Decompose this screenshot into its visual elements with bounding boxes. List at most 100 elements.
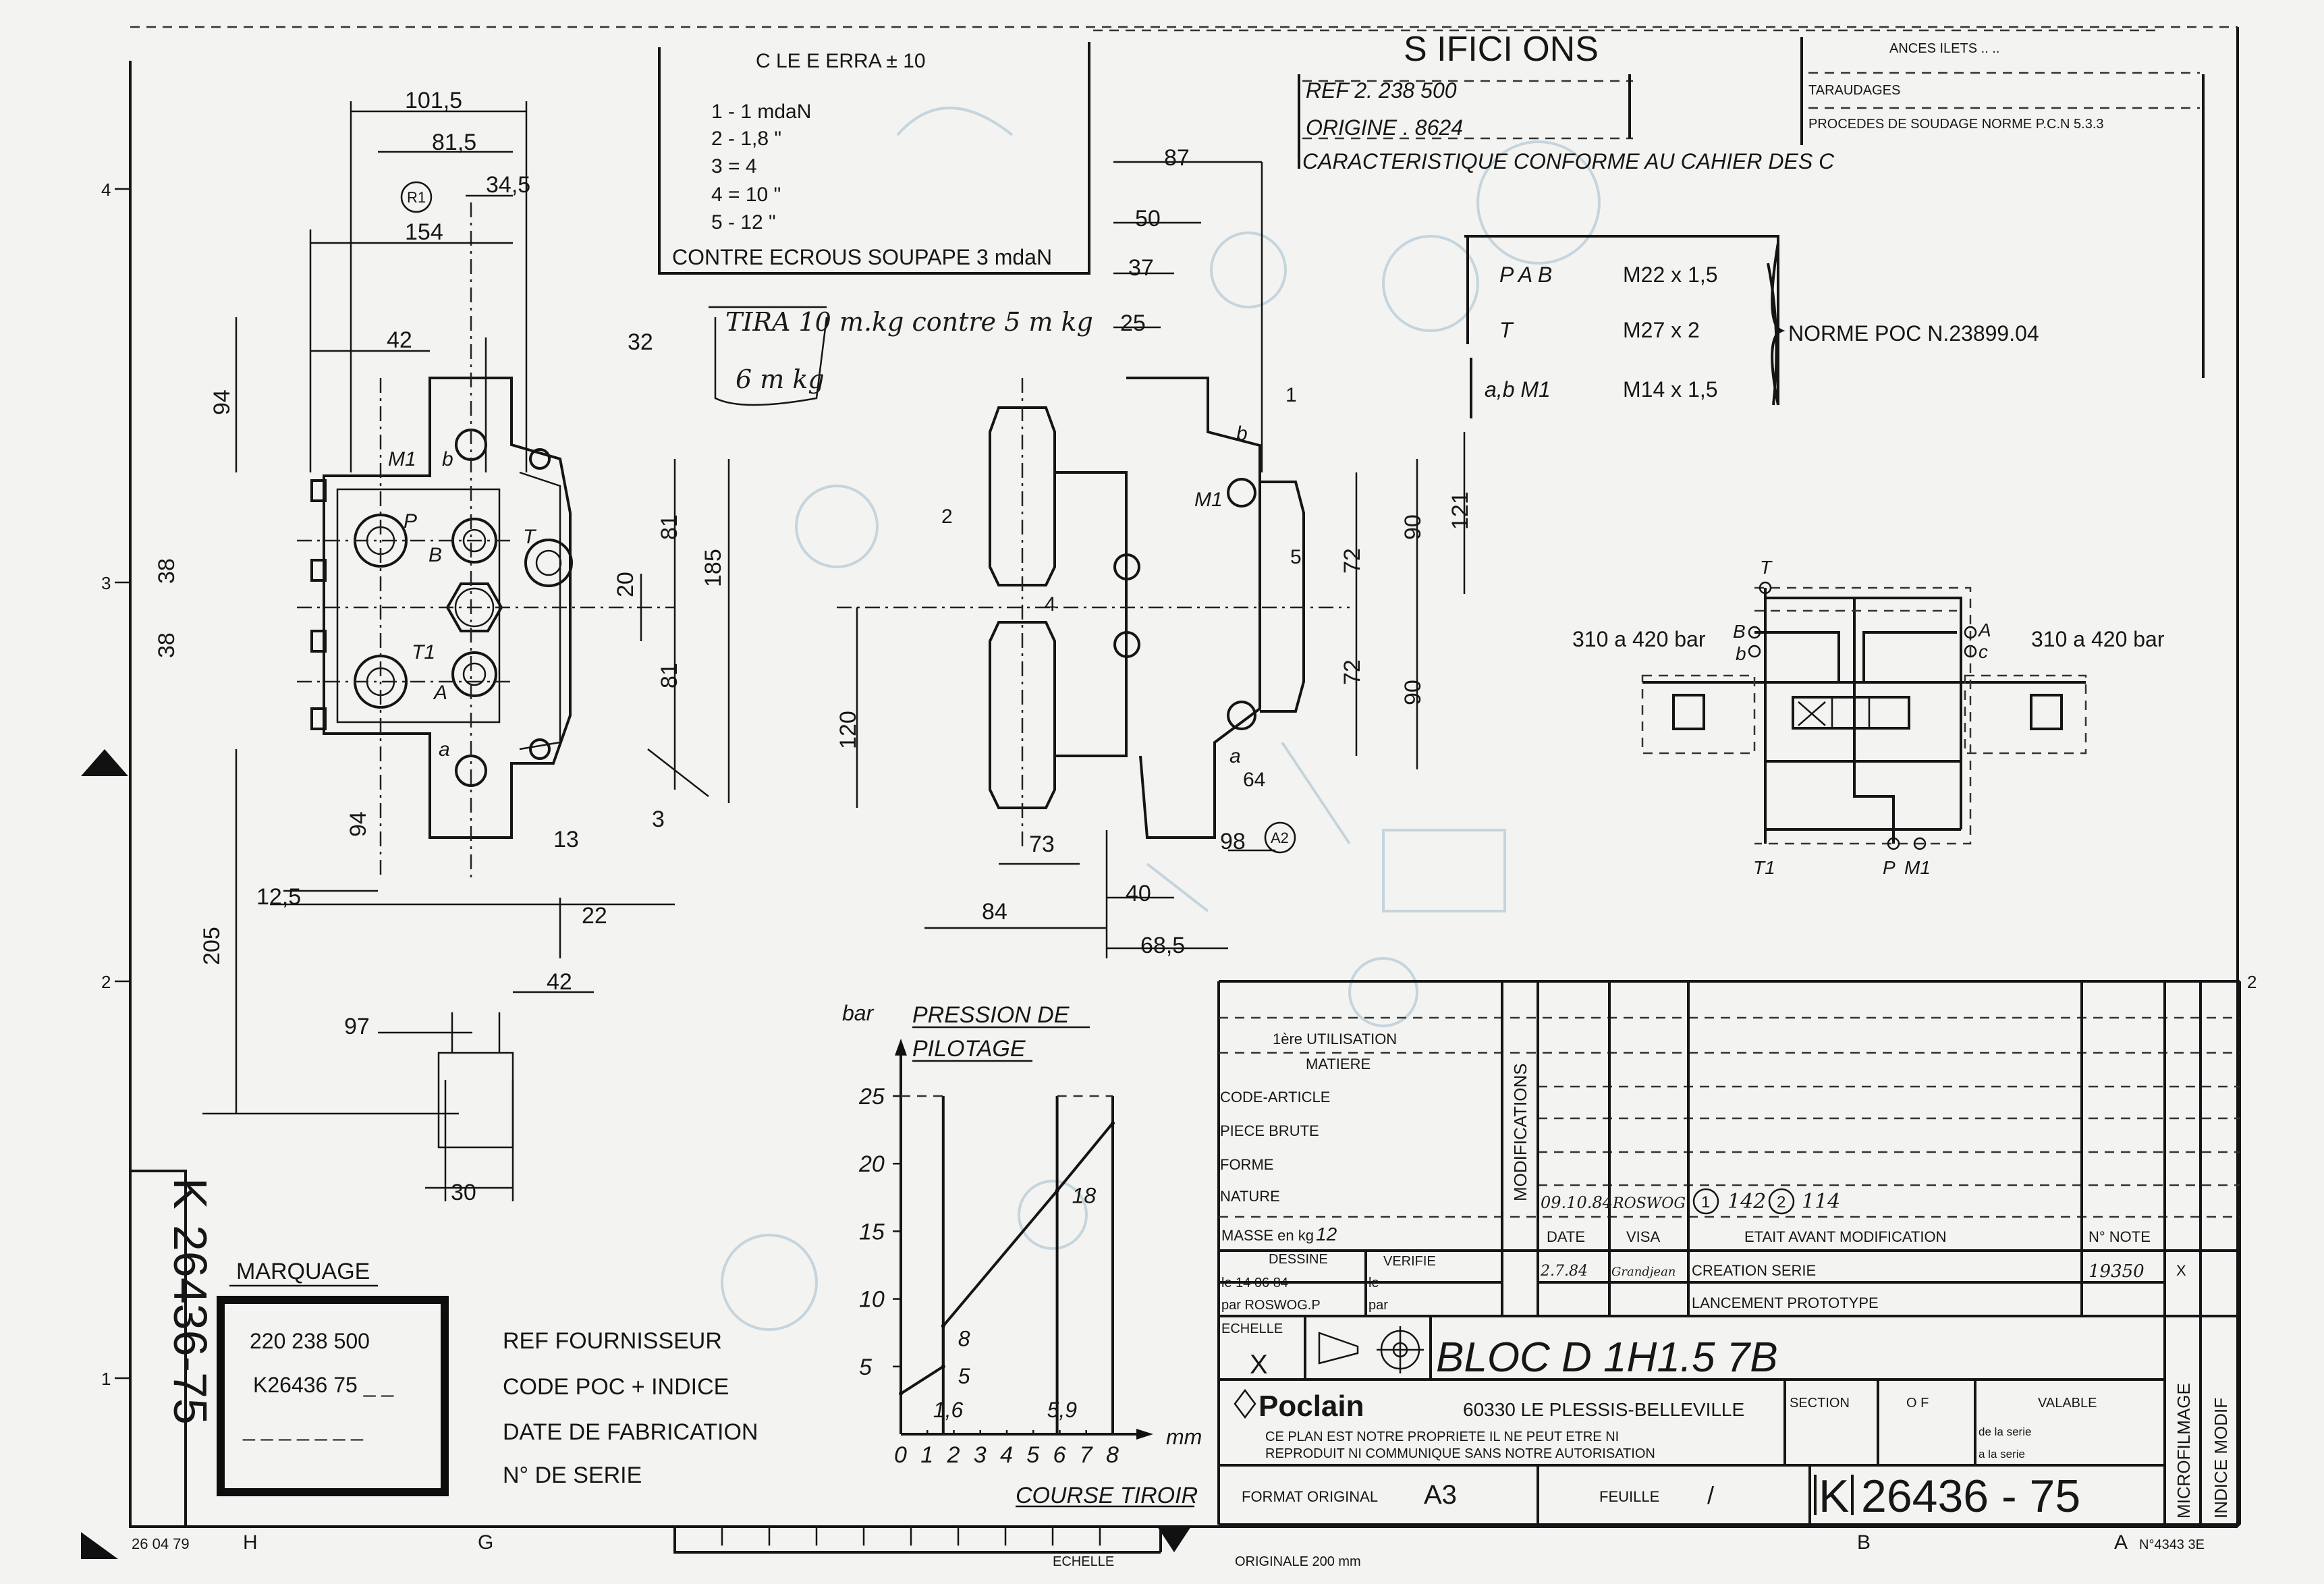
- data-point: [1055, 1189, 1059, 1193]
- y-tick-label: 15: [859, 1219, 885, 1245]
- print-date: 26 04 79: [132, 1535, 190, 1552]
- dimension-label: 37: [1128, 255, 1154, 281]
- marking-legend: CODE POC + INDICE: [503, 1374, 729, 1400]
- dimension-label: 81,5: [432, 130, 476, 155]
- port-label: M1: [388, 448, 416, 470]
- dimension-label: 84: [982, 899, 1007, 925]
- company-address: 60330 LE PLESSIS-BELLEVILLE: [1463, 1399, 1744, 1420]
- indice-modif-label: INDICE MODIF: [2211, 1398, 2231, 1519]
- thread-ports: T: [1499, 318, 1514, 342]
- dimension-label: 154: [405, 219, 443, 245]
- dimension-label: 68,5: [1140, 933, 1185, 958]
- sheet-frame: [81, 26, 2239, 1559]
- ghost-background-drawing: [721, 107, 1601, 1331]
- dimension-label: 32: [628, 329, 653, 355]
- port-label: T: [1760, 557, 1773, 578]
- dimension-label: 121: [1447, 491, 1473, 530]
- drawing-number-prefix: K: [1819, 1471, 1849, 1522]
- field-label: MATIERE: [1306, 1056, 1371, 1072]
- port-label: A: [1977, 620, 1991, 640]
- y-axis-arrow: [895, 1039, 907, 1056]
- data-point: [899, 1391, 903, 1396]
- port-label: T1: [1753, 857, 1775, 878]
- x-tick-label: 6: [1053, 1442, 1066, 1468]
- callout-label: 1: [1285, 384, 1297, 406]
- dimension-label: 87: [1164, 145, 1190, 171]
- dimension-label: 40: [1126, 881, 1151, 906]
- creation-label: CREATION SERIE: [1692, 1262, 1816, 1279]
- zone-letter: B: [1857, 1531, 1871, 1554]
- spec-ref: REF 2. 238 500: [1306, 78, 1457, 103]
- dimension-label: 22: [582, 903, 607, 929]
- zone-letter: A: [2114, 1531, 2128, 1554]
- chart-x-label: COURSE TIROIR: [1016, 1483, 1198, 1508]
- field-label: MASSE en kg: [1221, 1227, 1314, 1244]
- side-view: 87 50 37 25 72 72 90 90 121 120 64 98 73…: [835, 145, 1473, 958]
- dimension-label: 185: [700, 549, 726, 587]
- thread-table: P A B M22 x 1,5 T M27 x 2 a,b M1 M14 x 1…: [1464, 235, 2039, 418]
- marking-legend: N° DE SERIE: [503, 1463, 642, 1488]
- dimension-label: 72: [1339, 548, 1365, 574]
- column-header: DATE: [1547, 1228, 1585, 1245]
- field-label: 1ère UTILISATION: [1273, 1031, 1397, 1047]
- y-tick-label: 5: [859, 1355, 872, 1380]
- dimension-label: 90: [1400, 680, 1426, 705]
- side-drawing-prefix: K: [164, 1178, 217, 1209]
- handwritten-line: 6 m kg: [736, 364, 825, 394]
- x-tick-label: 7: [1080, 1442, 1093, 1468]
- thread-size: M22 x 1,5: [1623, 263, 1718, 287]
- field-label: FORME: [1220, 1156, 1273, 1173]
- port-label: P: [404, 510, 417, 532]
- sheet-value: /: [1707, 1481, 1714, 1509]
- zone-number: 4: [101, 180, 111, 200]
- revision-marker: R1: [407, 189, 426, 206]
- microfilmage-label: MICROFILMAGE: [2174, 1383, 2194, 1519]
- mod-circled-index: 2: [1777, 1193, 1786, 1211]
- data-label: 5,9: [1047, 1398, 1078, 1422]
- column-header: ETAIT AVANT MODIFICATION: [1744, 1228, 1946, 1245]
- lancement-label: LANCEMENT PROTOTYPE: [1692, 1294, 1879, 1311]
- scale-bar-label: ECHELLE: [1053, 1554, 1114, 1569]
- y-tick-label: 25: [858, 1084, 885, 1110]
- marking-legend: DATE DE FABRICATION: [503, 1419, 758, 1445]
- field-label: a la serie: [1979, 1448, 2025, 1460]
- dimension-label: 98: [1220, 829, 1246, 854]
- drawing-designation: BLOC D 1H1.5 7B: [1436, 1334, 1778, 1381]
- data-point: [941, 1364, 945, 1369]
- x-tick-label: 3: [974, 1442, 987, 1468]
- dimension-label: 101,5: [405, 88, 462, 113]
- field-value: le 14 06 84: [1221, 1276, 1288, 1290]
- dimension-label: 81: [657, 663, 682, 688]
- thread-ports: P A B: [1499, 263, 1552, 287]
- dimension-label: 50: [1135, 206, 1161, 231]
- mod-value: 142: [1727, 1190, 1766, 1213]
- dimension-label: 42: [387, 327, 412, 353]
- field-label: PIECE BRUTE: [1220, 1122, 1319, 1139]
- zone-letter: G: [478, 1531, 493, 1554]
- x-axis-arrow: [1136, 1429, 1153, 1440]
- specifications-title: S IFICI ONS: [1404, 30, 1599, 69]
- mod-date: 09.10.84: [1541, 1193, 1613, 1212]
- port-label: B: [1733, 621, 1746, 642]
- mod-circled-index: 1: [1701, 1193, 1710, 1211]
- scale-value: X: [1250, 1350, 1268, 1380]
- creation-date: 2.7.84: [1540, 1263, 1588, 1280]
- port-label: M1: [1194, 489, 1223, 511]
- creation-visa: Grandjean: [1611, 1265, 1676, 1279]
- creation-mark: X: [2176, 1262, 2186, 1279]
- chart-title-line2: PILOTAGE: [912, 1036, 1026, 1062]
- title-block: 1ère UTILISATION MATIERE CODE-ARTICLE PI…: [1217, 980, 2241, 1526]
- x-tick-label: 2: [947, 1442, 960, 1468]
- spec-caracteristique: CARACTERISTIQUE CONFORME AU CAHIER DES C: [1302, 149, 1835, 173]
- chart-y-label: bar: [842, 1001, 875, 1025]
- relief-pressure-left: 310 a 420 bar: [1572, 627, 1706, 651]
- dimension-label: 94: [345, 811, 371, 837]
- scale-bar-label: ORIGINALE 200 mm: [1235, 1554, 1361, 1569]
- dimension-label: 42: [547, 969, 572, 995]
- company-logo: Poclain: [1258, 1390, 1364, 1423]
- data-label: 1,6: [933, 1398, 964, 1422]
- torque-row: 1 - 1 mdaN: [711, 101, 811, 123]
- dimension-label: 12,5: [256, 884, 301, 910]
- marking-line: K26436 75 _ _: [253, 1373, 394, 1397]
